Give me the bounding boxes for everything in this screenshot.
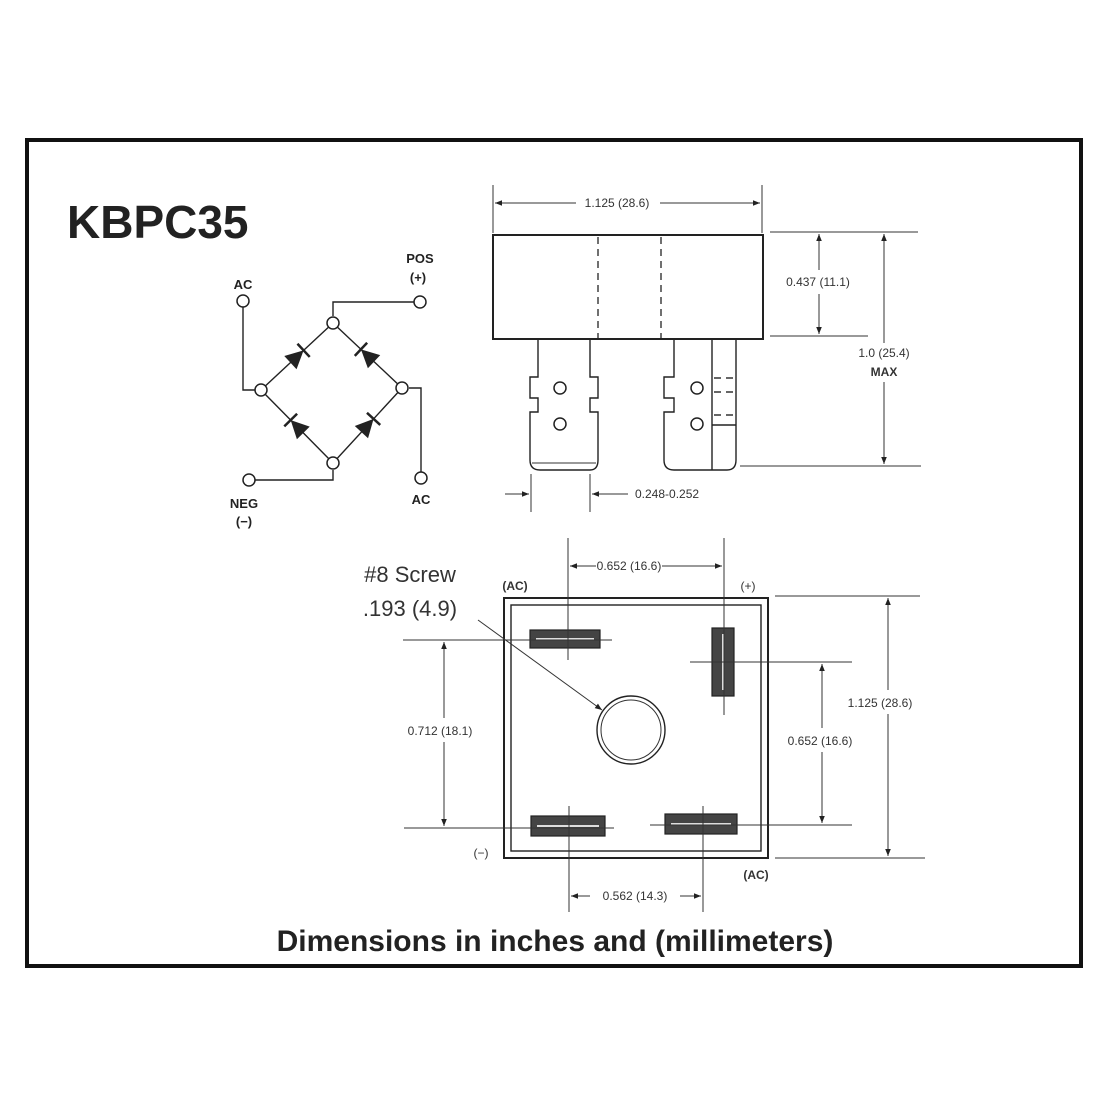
pin-label-neg: (−)	[474, 846, 489, 860]
screw-hole	[596, 695, 666, 765]
bottom-view: 0.652 (16.6) 0.712 (18.1) 0.652 (16.6) 1…	[363, 538, 925, 912]
terminal-neg	[242, 473, 256, 487]
diode-cathode-bar	[366, 411, 382, 426]
screw-label: #8 Screw	[364, 562, 456, 587]
frame-border	[25, 138, 1083, 968]
diode-cathode-bar	[353, 341, 369, 357]
diode-cathode-bar	[296, 342, 311, 358]
pin-label-ac-bottom: (AC)	[743, 868, 768, 882]
dim-width: 1.125 (28.6)	[585, 196, 650, 210]
diode-icon	[284, 350, 304, 370]
diode-icon	[290, 420, 310, 440]
terminal-ac-top	[236, 294, 250, 308]
dim-max-note: MAX	[871, 365, 898, 379]
dim-lead-width: 0.248-0.252	[635, 487, 699, 501]
label-pos: POS	[406, 251, 434, 266]
label-ac-bottom: AC	[412, 492, 431, 507]
pin-label-pos: (+)	[741, 579, 756, 593]
terminal-pos	[413, 295, 427, 309]
dim-top-spacing: 0.652 (16.6)	[597, 559, 662, 573]
dim-total-height: 1.0 (25.4)	[858, 346, 909, 360]
label-neg: NEG	[230, 496, 258, 511]
dim-right-spacing: 0.652 (16.6)	[788, 734, 853, 748]
bridge-schematic: AC POS (+) NEG (−) AC	[230, 251, 434, 529]
diode-cathode-bar	[283, 412, 298, 428]
side-view: 1.125 (28.6) 0.437 (11.1) 1.0 (25.4) MAX…	[492, 185, 921, 512]
diode-icon	[354, 418, 374, 439]
dim-overall: 1.125 (28.6)	[848, 696, 913, 710]
dim-body-height: 0.437 (11.1)	[786, 275, 850, 289]
dim-left-spacing: 0.712 (18.1)	[408, 724, 473, 738]
label-ac-top: AC	[234, 277, 253, 292]
node-circles	[236, 294, 428, 487]
lead-right	[663, 340, 737, 471]
screw-dim: .193 (4.9)	[363, 596, 457, 621]
diode-icon	[360, 349, 381, 369]
part-title: KBPC35	[67, 196, 249, 248]
label-neg-sign: (−)	[236, 514, 252, 529]
pin-label-ac-top: (AC)	[502, 579, 527, 593]
units-caption: Dimensions in inches and (millimeters)	[277, 925, 834, 958]
lead-left	[529, 340, 599, 471]
label-pos-sign: (+)	[410, 270, 426, 285]
dim-bottom-spacing: 0.562 (14.3)	[603, 889, 668, 903]
screw-leader-arrow	[477, 619, 603, 711]
terminal-ac-bottom	[414, 471, 428, 485]
